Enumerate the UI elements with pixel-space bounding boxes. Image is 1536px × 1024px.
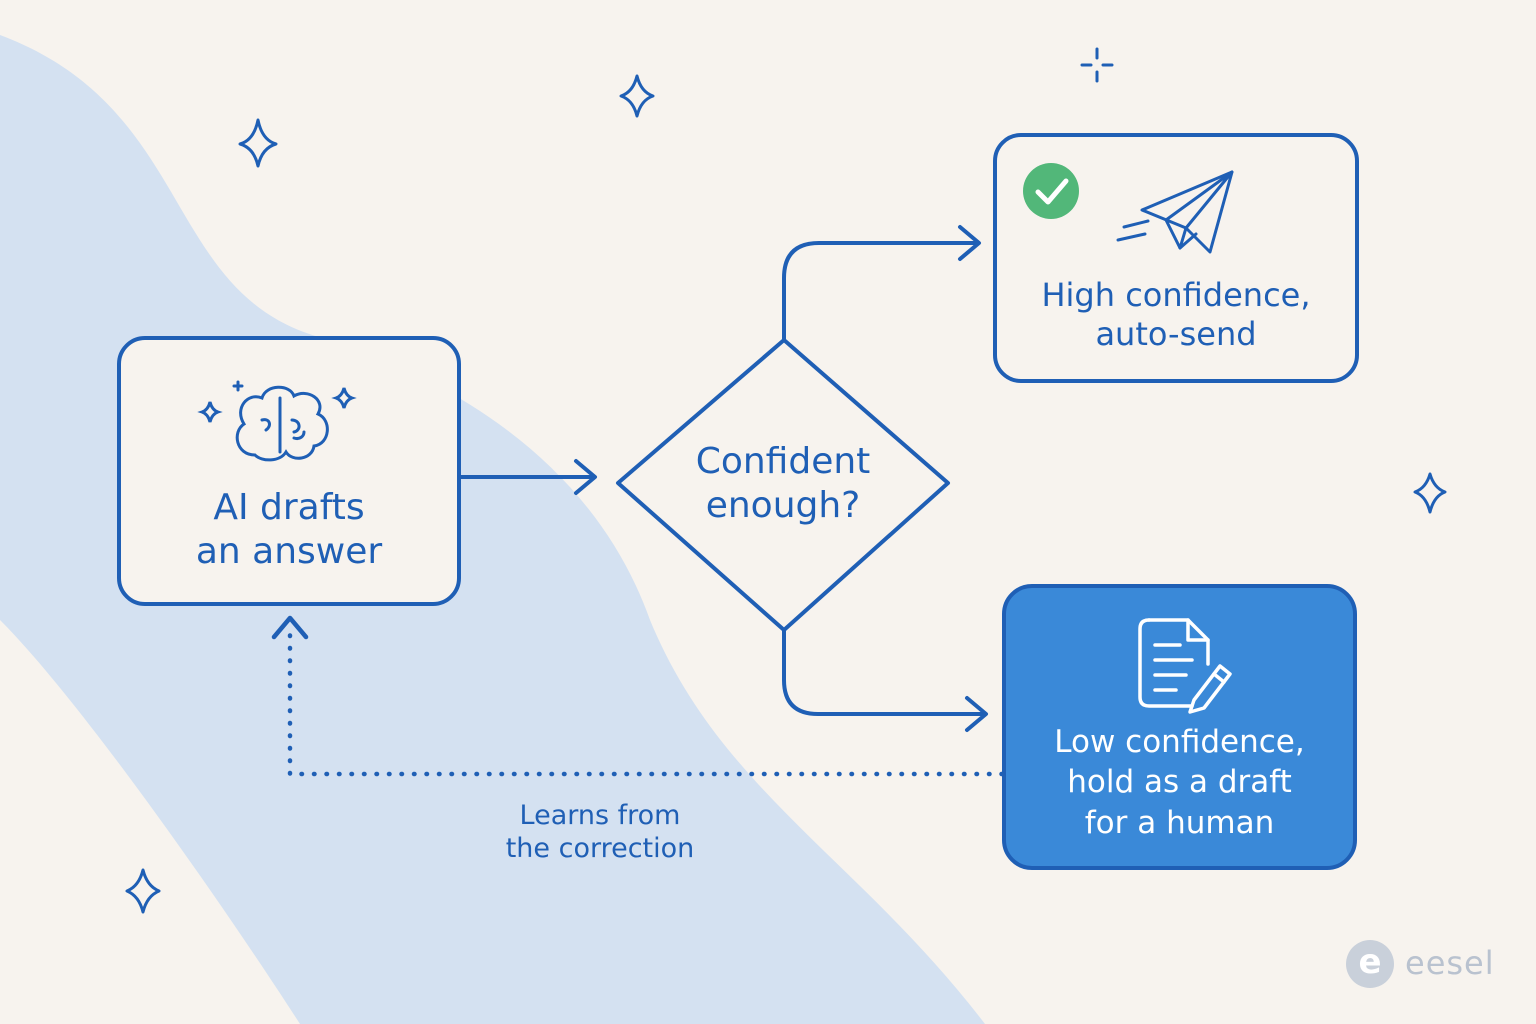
high-label-line: High confidence, (1041, 276, 1311, 314)
decision-label-line: enough? (705, 484, 861, 526)
low-label-line: Low confidence, (1054, 724, 1305, 760)
draft-label-line: an answer (195, 530, 383, 572)
document-edit-icon (1138, 618, 1232, 714)
decision-label: Confident enough? (638, 440, 928, 528)
decision-label-line: Confident (695, 441, 871, 482)
eesel-logo-icon (1346, 940, 1394, 988)
arrow-decision-to-low (782, 628, 988, 732)
eesel-logo-letter: e (1358, 942, 1382, 982)
brain-icon (197, 380, 357, 462)
sparkle-icon (125, 868, 161, 914)
low-label-line: hold as a draft (1067, 764, 1292, 801)
sparkle-icon (619, 74, 655, 118)
sparkle-icon (1413, 472, 1447, 514)
draft-box (117, 336, 461, 606)
paper-plane-icon (1116, 170, 1234, 254)
check-icon (1023, 163, 1079, 219)
low-confidence-label: Low confidence, hold as a draft for a hu… (1004, 722, 1355, 843)
arrow-draft-to-decision (458, 459, 597, 495)
feedback-label-line: Learns from (519, 800, 681, 831)
draft-label: AI drafts an answer (119, 486, 459, 574)
high-label-line: auto-send (1095, 315, 1257, 354)
high-confidence-box (993, 133, 1359, 383)
sparkle-icon (1080, 47, 1114, 83)
brand-name: eesel (1405, 944, 1495, 982)
background-wave (0, 35, 985, 1024)
feedback-arrow (271, 615, 1005, 777)
low-label-line: for a human (1084, 804, 1275, 841)
sparkle-icon (238, 118, 278, 168)
low-confidence-box (1002, 584, 1357, 870)
high-confidence-label: High confidence, auto-send (995, 276, 1357, 354)
feedback-label: Learns from the correction (470, 800, 730, 866)
arrow-decision-to-high (782, 225, 981, 342)
feedback-label-line: the correction (505, 832, 695, 864)
draft-label-line: AI drafts (213, 487, 365, 528)
check-mark (1035, 178, 1069, 205)
